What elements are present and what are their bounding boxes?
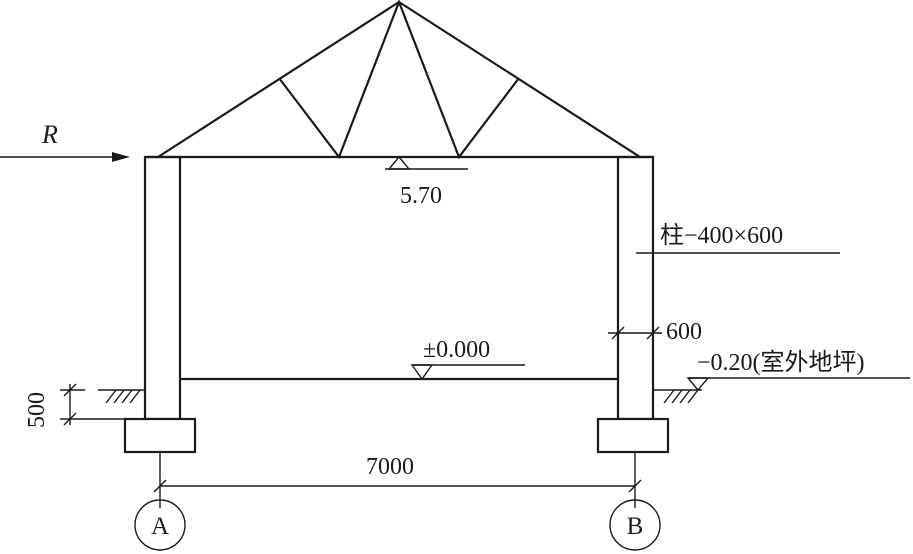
column-a bbox=[123, 155, 197, 454]
span-dimension: 7000 bbox=[153, 452, 642, 508]
column-b bbox=[596, 155, 670, 454]
force-r-arrow: R bbox=[0, 120, 130, 162]
footing-a bbox=[123, 417, 197, 454]
elevation-grade-label: −0.20(室外地坪) bbox=[697, 349, 865, 376]
grade-right bbox=[653, 389, 702, 404]
roof-truss bbox=[145, 0, 654, 160]
axis-b-bubble: B bbox=[609, 499, 661, 551]
axis-a-label: A bbox=[151, 513, 169, 540]
footing-b bbox=[596, 417, 670, 454]
force-label: R bbox=[41, 120, 58, 149]
elevation-marker-floor: ±0.000 bbox=[410, 337, 525, 381]
elevation-marker-truss: 5.70 bbox=[385, 155, 468, 209]
axis-a-bubble: A bbox=[134, 499, 186, 551]
foundation-depth-dimension: 500 bbox=[24, 383, 145, 428]
column-depth-label: 600 bbox=[666, 319, 702, 345]
truss-top-chords bbox=[157, 0, 641, 158]
axis-b-label: B bbox=[627, 513, 644, 540]
column-a-body bbox=[143, 155, 182, 421]
elevation-floor-label: ±0.000 bbox=[423, 337, 490, 363]
column-spec-callout: 柱−400×600 bbox=[636, 222, 840, 254]
column-depth-dimension: 600 bbox=[608, 319, 702, 345]
column-spec-label: 柱−400×600 bbox=[660, 222, 783, 249]
truss-web-members bbox=[278, 0, 520, 160]
column-b-body bbox=[616, 155, 655, 421]
elevation-marker-grade: −0.20(室外地坪) bbox=[686, 349, 910, 392]
grade-left bbox=[98, 389, 145, 404]
elevation-truss-label: 5.70 bbox=[400, 183, 442, 209]
foundation-depth-label: 500 bbox=[24, 392, 50, 428]
span-label: 7000 bbox=[366, 454, 414, 480]
